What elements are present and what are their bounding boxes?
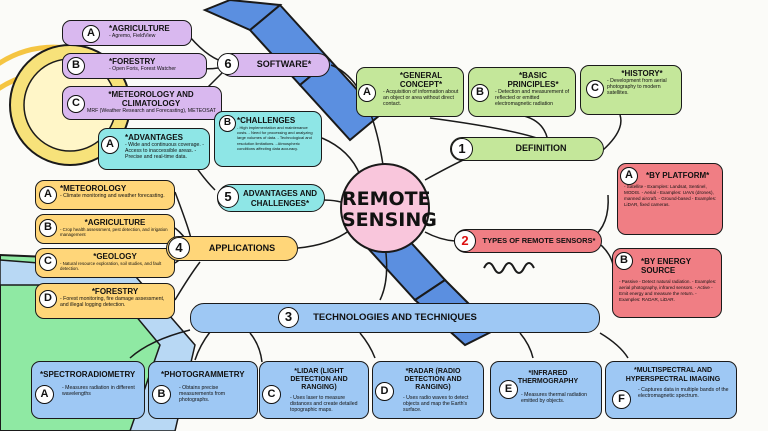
letter-badge: C	[67, 95, 85, 113]
techniques-node: TECHNOLOGIES AND TECHNIQUES	[190, 303, 600, 333]
app-forestry-text: - Forest monitoring, fire damage assessm…	[60, 296, 165, 309]
letter-badge: B	[152, 385, 171, 404]
types-label: TYPES OF REMOTE SENSORS*	[482, 236, 596, 245]
letter-badge: E	[499, 380, 518, 399]
software-meteorology-box: *METEOROLOGY AND CLIMATOLOGY MRF (Weathe…	[62, 86, 222, 120]
software-agriculture-title: *AGRICULTURE	[109, 24, 170, 33]
app-forestry-title: *FORESTRY	[91, 287, 139, 296]
app-geology-box: *GEOLOGY - Natural resource exploration,…	[35, 248, 175, 278]
tech-spectroradiometry-text: - Measures radiation in different wavele…	[62, 385, 135, 398]
letter-badge: B	[67, 57, 85, 75]
number-badge: 3	[278, 307, 299, 328]
letter-badge: D	[375, 382, 394, 401]
history-text: - Development from aerial photography to…	[607, 78, 667, 97]
challenges-text: - High implementation and maintenance co…	[237, 125, 313, 151]
by-platform-text: - Satellite - Examples: Landsat, Sentine…	[624, 184, 717, 207]
software-forestry-title: *FORESTRY	[109, 57, 156, 66]
adv-chal-label: ADVANTAGES AND CHALLENGES*	[242, 189, 318, 208]
tech-photogrammetry-title: *PHOTOGRAMMETRY	[161, 370, 245, 379]
letter-badge: B	[471, 84, 489, 102]
letter-badge: C	[39, 253, 57, 271]
number-badge: 5	[217, 186, 239, 208]
letter-badge: A	[35, 385, 54, 404]
tech-lidar-text: - Uses laser to measure distances and cr…	[290, 395, 358, 414]
letter-badge: B	[219, 115, 236, 132]
software-meteorology-title: *METEOROLOGY AND CLIMATOLOGY	[108, 90, 194, 108]
tech-lidar-title: *LIDAR (LIGHT DETECTION AND RANGING)	[290, 368, 348, 391]
tech-radar-text: - Uses radio waves to detect objects and…	[403, 395, 469, 414]
tech-radar-title: *RADAR (RADIO DETECTION AND RANGING)	[404, 368, 462, 391]
app-geology-title: *GEOLOGY	[93, 252, 137, 261]
challenges-title: *CHALLENGES	[237, 116, 296, 125]
by-energy-text: - Passive - Detect natural radiation. - …	[619, 279, 717, 302]
basic-principles-title: *BASIC PRINCIPLES*	[507, 71, 559, 89]
tech-infrared-text: - Measures thermal radiation emitted by …	[521, 392, 588, 405]
techniques-label: TECHNOLOGIES AND TECHNIQUES	[313, 312, 477, 323]
app-forestry-box: *FORESTRY - Forest monitoring, fire dama…	[35, 283, 175, 319]
general-concept-title: *GENERAL CONCEPT*	[399, 71, 443, 89]
tech-infrared-title: *INFRARED THERMOGRAPHY	[517, 370, 579, 385]
tech-multispectral-title: *MULTISPECTRAL AND HYPERSPECTRAL IMAGING	[625, 367, 721, 383]
letter-badge: A	[101, 136, 119, 154]
letter-badge: B	[615, 252, 633, 270]
letter-badge: B	[39, 219, 57, 237]
app-meteorology-box: *METEOROLOGY - Climate monitoring and we…	[35, 180, 175, 210]
app-agriculture-box: *AGRICULTURE - Crop health assessment, p…	[35, 214, 175, 244]
history-title: *HISTORY*	[621, 69, 663, 78]
tech-multispectral-text: - Captures data in multiple bands of the…	[638, 387, 729, 400]
software-meteorology-text: MRF (Weather Research and Forecasting), …	[87, 108, 216, 114]
software-forestry-text: - Open Foris, Forest Watcher	[109, 66, 176, 72]
tech-spectroradiometry-title: *SPECTRORADIOMETRY	[40, 370, 136, 379]
basic-principles-text: - Detection and measurement of reflected…	[495, 89, 570, 108]
app-geology-text: - Natural resource exploration, soil stu…	[60, 261, 162, 272]
definition-label: DEFINITION	[515, 143, 567, 153]
tech-lidar-box: *LIDAR (LIGHT DETECTION AND RANGING) - U…	[259, 361, 369, 419]
by-platform-title: *BY PLATFORM*	[646, 171, 710, 180]
central-topic: REMOTE SENSING	[340, 163, 437, 253]
challenges-box: *CHALLENGES - High implementation and ma…	[214, 111, 322, 167]
app-agriculture-text: - Crop health assessment, pest detection…	[60, 227, 168, 238]
center-line-1: REMOTE	[342, 188, 431, 210]
number-badge: 4	[168, 237, 190, 259]
definition-node: DEFINITION	[450, 137, 604, 161]
by-energy-title: *BY ENERGY SOURCE	[641, 257, 691, 275]
app-meteorology-title: *METEOROLOGY	[60, 184, 127, 193]
applications-label: APPLICATIONS	[208, 243, 276, 253]
applications-node: APPLICATIONS	[166, 236, 298, 261]
advantages-title: *ADVANTAGES	[125, 133, 183, 142]
number-badge: 6	[217, 53, 239, 75]
app-agriculture-title: *AGRICULTURE	[84, 218, 146, 227]
letter-badge: A	[358, 84, 376, 102]
letter-badge: C	[586, 80, 604, 98]
letter-badge: C	[262, 385, 281, 404]
number-badge: 2	[454, 230, 476, 252]
tech-photogrammetry-text: - Obtains precise measurements from phot…	[179, 385, 226, 404]
software-label: SOFTWARE*	[256, 59, 312, 69]
tech-multispectral-box: *MULTISPECTRAL AND HYPERSPECTRAL IMAGING…	[605, 361, 737, 419]
letter-badge: A	[620, 167, 638, 185]
software-agriculture-text: - Agremo, FieldView	[109, 33, 156, 39]
number-badge: 1	[451, 138, 473, 160]
letter-badge: F	[612, 390, 631, 409]
letter-badge: A	[82, 25, 100, 43]
squiggle-decoration	[483, 262, 535, 274]
center-line-2: SENSING	[342, 209, 437, 231]
app-meteorology-text: - Climate monitoring and weather forecas…	[60, 193, 165, 199]
letter-badge: A	[39, 186, 57, 204]
letter-badge: D	[39, 290, 57, 308]
software-forestry-box: *FORESTRY - Open Foris, Forest Watcher	[62, 53, 207, 79]
types-node: TYPES OF REMOTE SENSORS*	[454, 229, 602, 253]
general-concept-text: - Acquisition of information about an ob…	[383, 89, 459, 108]
advantages-text: - Wide and continuous coverage. - Access…	[125, 142, 205, 161]
